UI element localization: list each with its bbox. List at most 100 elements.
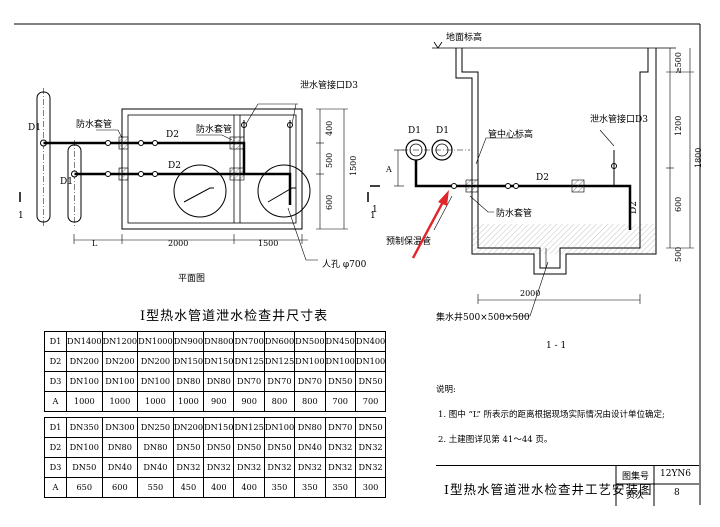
table-cell: DN100 [66,437,103,458]
table-cell: DN32 [324,437,356,458]
plan-dim-600: 600 [325,195,334,210]
table-cell: DN250 [137,417,174,438]
table-cell: DN1400 [66,331,103,352]
table-cell: DN70 [233,371,265,392]
table-cell: DN300 [101,417,139,438]
table-cell: DN1000 [137,331,174,352]
table-cell: 650 [66,477,103,498]
plan-dim-2000: 2000 [168,239,188,248]
title-block: I型热水管道泄水检查井工艺安装图 图集号 12YN6 页次 8 [436,465,699,506]
table-cell: DN600 [263,331,296,352]
table-cell: DN700 [233,331,265,352]
table-row-header: D1 [44,331,67,352]
plan-section-mark-right: 1 [370,211,376,221]
table-cell: DN32 [263,457,296,478]
plan-d2-label-upper: D2 [166,130,179,140]
section-well-inner [461,48,649,269]
table-row-header: D3 [44,457,67,478]
table-cell: DN32 [203,457,235,478]
section-dim-A: A [385,165,392,174]
table-cell: DN125 [233,351,265,372]
page-value: 8 [674,488,680,498]
table-cell: DN50 [66,457,103,478]
section-title: 1 - 1 [546,341,566,351]
table-cell: DN200 [101,351,139,372]
section-dim-500: 500 [674,247,683,262]
table-cell: DN50 [354,371,387,392]
table-cell: DN70 [294,371,326,392]
table-cell: DN50 [263,437,296,458]
atlas-value: 12YN6 [660,469,691,479]
section-dim-1200: 1200 [674,116,683,136]
section-pipe-center-label: 管中心标高 [488,128,533,140]
plan-dim-1500-vertical: 1500 [349,156,358,176]
table-cell: DN100 [66,371,103,392]
table-row-header: A [44,477,67,498]
table-cell: DN70 [324,417,356,438]
section-sump-label: 集水井500×500×500 [436,311,530,323]
table-cell: DN32 [324,457,356,478]
section-mark-left: 1 [372,205,378,215]
table-cell: 450 [172,477,205,498]
red-annotation-arrow [411,199,446,259]
table-cell: DN100 [294,351,326,372]
table-cell: 1000 [137,391,174,412]
table-row-header: D2 [44,351,67,372]
table-cell: DN32 [354,437,387,458]
note-item-1: 1. 图中 “L” 所表示的距离根据现场实际情况由设计单位确定; [438,410,665,420]
table-cell: 350 [263,477,296,498]
table-cell: DN350 [66,417,103,438]
table-cell: DN40 [101,457,139,478]
plan-manhole-label: 人孔 φ700 [322,259,367,270]
section-dim-gt500: ≥500 [674,52,683,74]
table-cell: DN200 [172,417,205,438]
section-d2-vertical-label: D2 [629,201,639,214]
table-cell: DN50 [233,437,265,458]
plan-title: 平面图 [178,273,205,284]
plan-drain-outlet-label: 泄水管接口D3 [300,79,358,91]
table-cell: DN50 [172,437,205,458]
table-row-header: D1 [44,417,67,438]
table-cell: DN50 [324,371,356,392]
drawing-title: I型热水管道泄水检查井工艺安装图 [444,482,653,497]
section-view: 地面标高 1 D1 D1 管中心标高 D2 D2 泄水管接口D3 [370,31,703,351]
table-cell: 1000 [172,391,205,412]
notes-heading: 说明: [436,385,456,395]
table-cell: DN80 [101,437,139,458]
table-cell: DN40 [294,437,326,458]
section-d2-label: D2 [536,173,549,183]
table-cell: 1000 [101,391,139,412]
table-cell: DN100 [324,351,356,372]
notes: 说明: 1. 图中 “L” 所表示的距离根据现场实际情况由设计单位确定; 2. … [436,378,665,453]
size-table-title: I型热水管道泄水检查井尺寸表 [140,309,329,324]
table-row-header: D3 [44,371,67,392]
plan-d1-label-b: D1 [60,177,73,187]
plan-sleeve-label-mid: 防水套管 [196,123,232,135]
table-cell: 400 [233,477,265,498]
table-cell: DN100 [101,371,139,392]
table-cell: 700 [324,391,356,412]
table-cell: DN80 [137,437,174,458]
table-cell: DN40 [137,457,174,478]
atlas-label: 图集号 [622,472,650,482]
table-cell: DN400 [354,331,387,352]
plan-dim-500: 500 [325,153,334,168]
table-cell: 300 [354,477,387,498]
table-cell: 350 [324,477,356,498]
page-label: 页次 [626,491,645,501]
table-cell: 350 [294,477,326,498]
table-cell: 900 [233,391,265,412]
table-cell: DN125 [233,417,265,438]
table-cell: DN125 [263,351,296,372]
table-cell: DN100 [263,417,296,438]
